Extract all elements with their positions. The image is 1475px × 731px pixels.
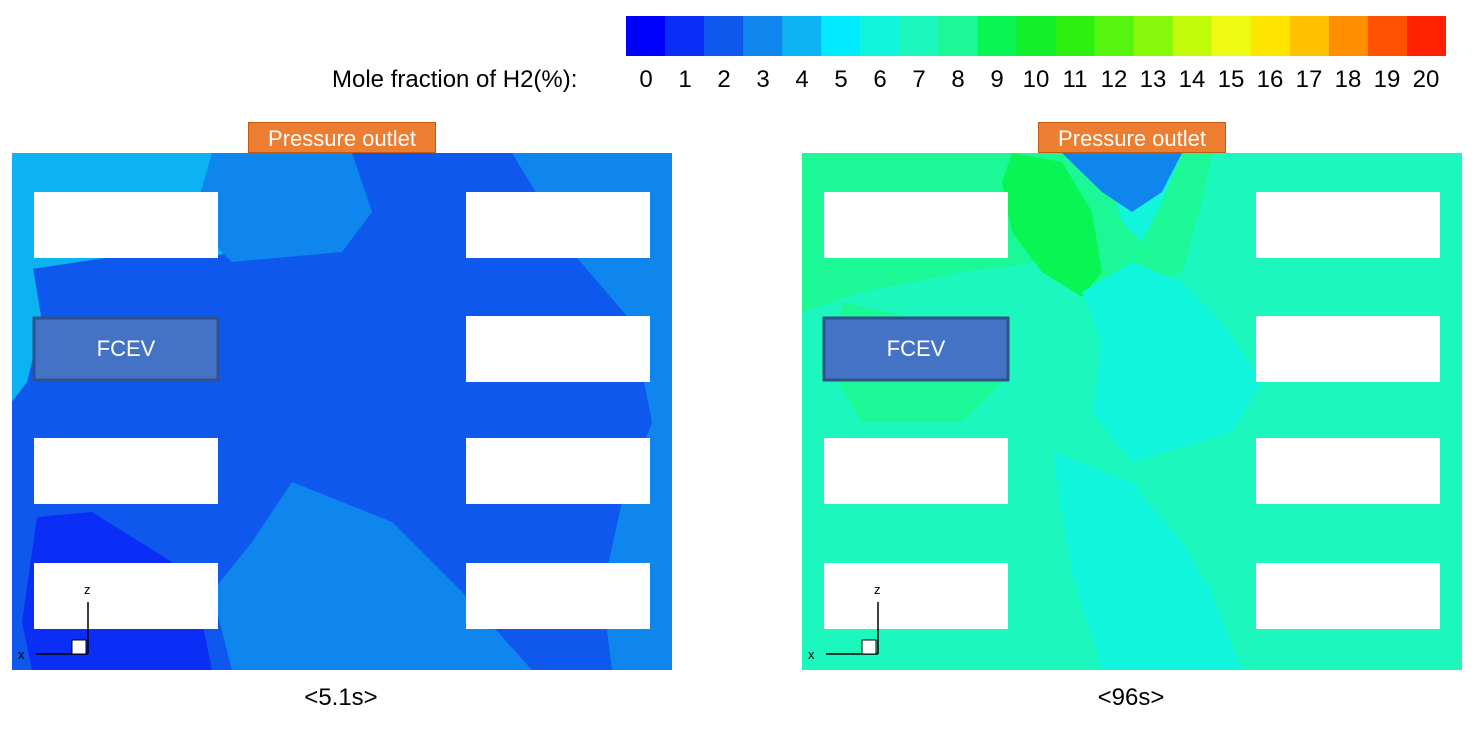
colorbar-swatch	[1211, 16, 1252, 56]
axis-x-label: x	[18, 647, 25, 662]
axis-x-label: x	[808, 647, 815, 662]
colorbar-swatch	[1016, 16, 1057, 56]
colorbar-tick-label: 11	[1062, 66, 1088, 93]
colorbar-tick-label: 19	[1373, 66, 1401, 93]
obstacle-2-right	[824, 438, 1008, 504]
colorbar-swatch	[1289, 16, 1330, 56]
colorbar-tick-label: 3	[756, 66, 770, 93]
obstacle-5-left	[466, 316, 650, 382]
colorbar-tick-label: 1	[678, 66, 692, 93]
colorbar-tick-label: 8	[951, 66, 965, 93]
contour-panel-5s: Pressure outlet FCEV z x	[12, 122, 672, 670]
colorbar-swatch	[1250, 16, 1291, 56]
axis-z-label: z	[874, 582, 881, 597]
colorbar	[626, 16, 1446, 56]
fcev-vehicle-right	[822, 316, 1010, 382]
colorbar-title: Mole fraction of H2(%):	[332, 66, 578, 93]
obstacle-1-right	[824, 192, 1008, 258]
colorbar-tick-label: 10	[1022, 66, 1050, 93]
obstacle-7-left	[466, 563, 650, 629]
contour-plot-5s	[12, 153, 672, 670]
time-caption-5s: <5.1s>	[304, 684, 378, 711]
contour-region-light-lower	[1052, 452, 1242, 670]
obstacle-7-right	[1256, 563, 1440, 629]
colorbar-swatch	[977, 16, 1017, 56]
fcev-label: FCEV	[96, 336, 156, 361]
obstacle-6-right	[1256, 438, 1440, 504]
contour-region-light-center	[1082, 262, 1262, 462]
pressure-outlet-label: Pressure outlet	[1038, 122, 1226, 153]
colorbar-tick-label: 2	[717, 66, 731, 93]
colorbar-swatch	[860, 16, 900, 56]
colorbar-swatch	[704, 16, 744, 56]
obstacle-6-left	[466, 438, 650, 504]
contour-plot-96s	[802, 153, 1462, 670]
colorbar-swatch	[1406, 16, 1446, 56]
obstacle-4-left	[466, 192, 650, 258]
colorbar-tick-label: 17	[1295, 66, 1323, 93]
pressure-outlet-label: Pressure outlet	[248, 122, 436, 153]
contour-region-dark-outlet	[1062, 153, 1182, 212]
colorbar-swatch	[782, 16, 822, 56]
fcev-label: FCEV	[886, 336, 946, 361]
colorbar-tick-label: 0	[639, 66, 653, 93]
contour-panel-96s: Pressure outlet FCEV z x	[802, 122, 1462, 670]
obstacle-3-right	[824, 563, 1008, 629]
colorbar-tick-label: 7	[912, 66, 926, 93]
colorbar-swatch	[1367, 16, 1408, 56]
axis-origin-box	[861, 639, 877, 655]
colorbar-tick-label: 15	[1217, 66, 1245, 93]
colorbar-tick-label: 16	[1256, 66, 1284, 93]
colorbar-swatch	[743, 16, 783, 56]
fcev-vehicle-left	[32, 316, 220, 382]
obstacle-1-left	[34, 192, 218, 258]
colorbar-swatch	[1133, 16, 1174, 56]
contour-region-light-edge	[12, 262, 42, 402]
time-caption-96s: <96s>	[1097, 684, 1165, 711]
colorbar-swatch	[626, 16, 666, 56]
contour-region-mid	[192, 153, 372, 262]
colorbar-tick-label: 9	[990, 66, 1004, 93]
obstacle-3-left	[34, 563, 218, 629]
colorbar-tick-label: 4	[795, 66, 809, 93]
obstacle-5-right	[1256, 316, 1440, 382]
axis-origin-box	[71, 639, 87, 655]
colorbar-tick-label: 6	[873, 66, 887, 93]
colorbar-tick-label: 20	[1412, 66, 1440, 93]
colorbar-tick-label: 14	[1178, 66, 1206, 93]
colorbar-tick-label: 13	[1139, 66, 1167, 93]
contour-region-mid-right	[512, 153, 672, 670]
contour-region-mid-center	[212, 482, 532, 670]
colorbar-swatch	[1328, 16, 1369, 56]
colorbar-swatch	[665, 16, 705, 56]
colorbar-swatch	[821, 16, 861, 56]
colorbar-swatch	[1172, 16, 1213, 56]
colorbar-tick-label: 18	[1334, 66, 1362, 93]
colorbar-swatch	[899, 16, 939, 56]
colorbar-swatch	[938, 16, 978, 56]
contour-region-dark-upper	[1002, 153, 1102, 297]
obstacle-2-left	[34, 438, 218, 504]
colorbar-swatch	[1055, 16, 1096, 56]
colorbar-tick-label: 12	[1100, 66, 1128, 93]
colorbar-swatch	[1094, 16, 1135, 56]
axis-z-label: z	[84, 582, 91, 597]
obstacle-4-right	[1256, 192, 1440, 258]
colorbar-tick-label: 5	[834, 66, 848, 93]
